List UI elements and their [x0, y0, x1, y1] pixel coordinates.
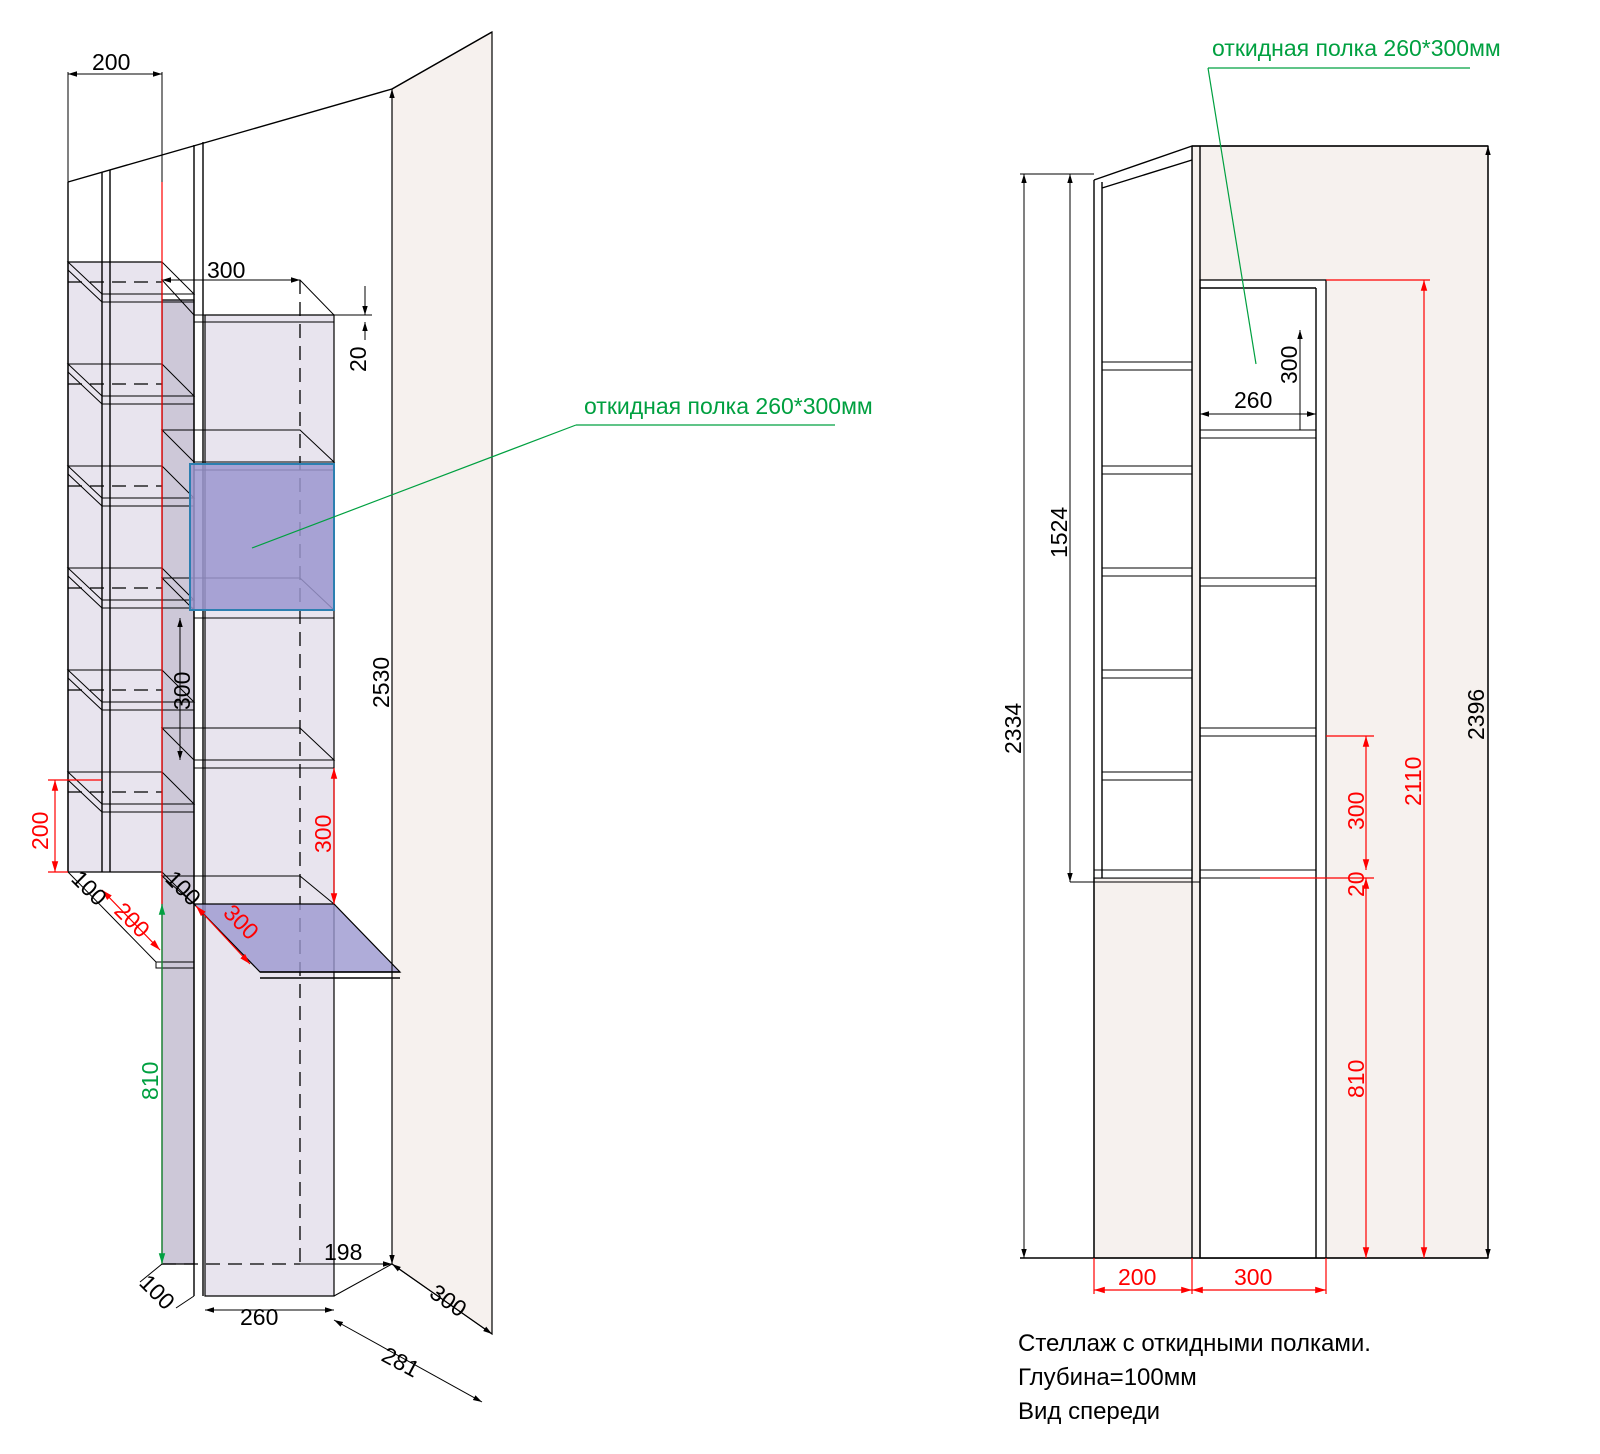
front-dim-2334: 2334: [1000, 703, 1026, 754]
front-dim-1524: 1524: [1046, 507, 1072, 558]
iso-callout: откидная полка 260*300мм: [584, 393, 873, 419]
iso-side-panel: [161, 299, 195, 1265]
iso-dim-base-100: 100: [134, 1269, 180, 1315]
iso-fold-shelf-up: [189, 463, 335, 611]
iso-dim-floor-810: 810: [137, 1062, 163, 1100]
front-dim-w-300: 300: [1234, 1264, 1272, 1290]
front-callout: откидная полка 260*300мм: [1212, 35, 1501, 61]
iso-dim-total-height: 2530: [368, 657, 394, 708]
front-dim-red-300: 300: [1343, 792, 1369, 830]
iso-dim-top-gap: 20: [345, 346, 371, 372]
front-dim-shelf-260: 260: [1234, 387, 1272, 413]
iso-wall: [391, 30, 493, 1336]
front-dim-2396: 2396: [1463, 689, 1489, 740]
iso-view: 200 300 20 2530 300 300 200 100 100 200 …: [27, 30, 873, 1403]
caption-line-2: Глубина=100мм: [1018, 1364, 1197, 1391]
front-dim-red-20: 20: [1343, 871, 1369, 897]
iso-dim-shelf-spacing: 300: [169, 672, 195, 710]
iso-dim-base-260: 260: [240, 1304, 278, 1330]
drawing-caption: Стеллаж с откидными полками. Глубина=100…: [1018, 1327, 1371, 1429]
front-dim-shelf-300: 300: [1276, 346, 1302, 384]
iso-dim-shelf-depth: 300: [207, 257, 245, 283]
front-wall-top-left: [1094, 146, 1192, 878]
front-dim-2110: 2110: [1400, 757, 1426, 806]
iso-left-shelves: [66, 261, 196, 813]
front-view: откидная полка 260*300мм 2334 1524 2396 …: [1000, 35, 1501, 1294]
iso-dim-lower-gap: 300: [310, 815, 336, 853]
front-dim-w-200: 200: [1118, 1264, 1156, 1290]
iso-dim-top-width: 200: [92, 49, 130, 75]
front-dim-red-810: 810: [1343, 1060, 1369, 1098]
caption-line-3: Вид спереди: [1018, 1398, 1161, 1425]
iso-dim-left-offset: 200: [27, 812, 53, 850]
iso-dim-base-198: 198: [324, 1239, 362, 1265]
caption-line-1: Стеллаж с откидными полками.: [1018, 1330, 1371, 1357]
front-main-rack: [1199, 279, 1327, 1259]
